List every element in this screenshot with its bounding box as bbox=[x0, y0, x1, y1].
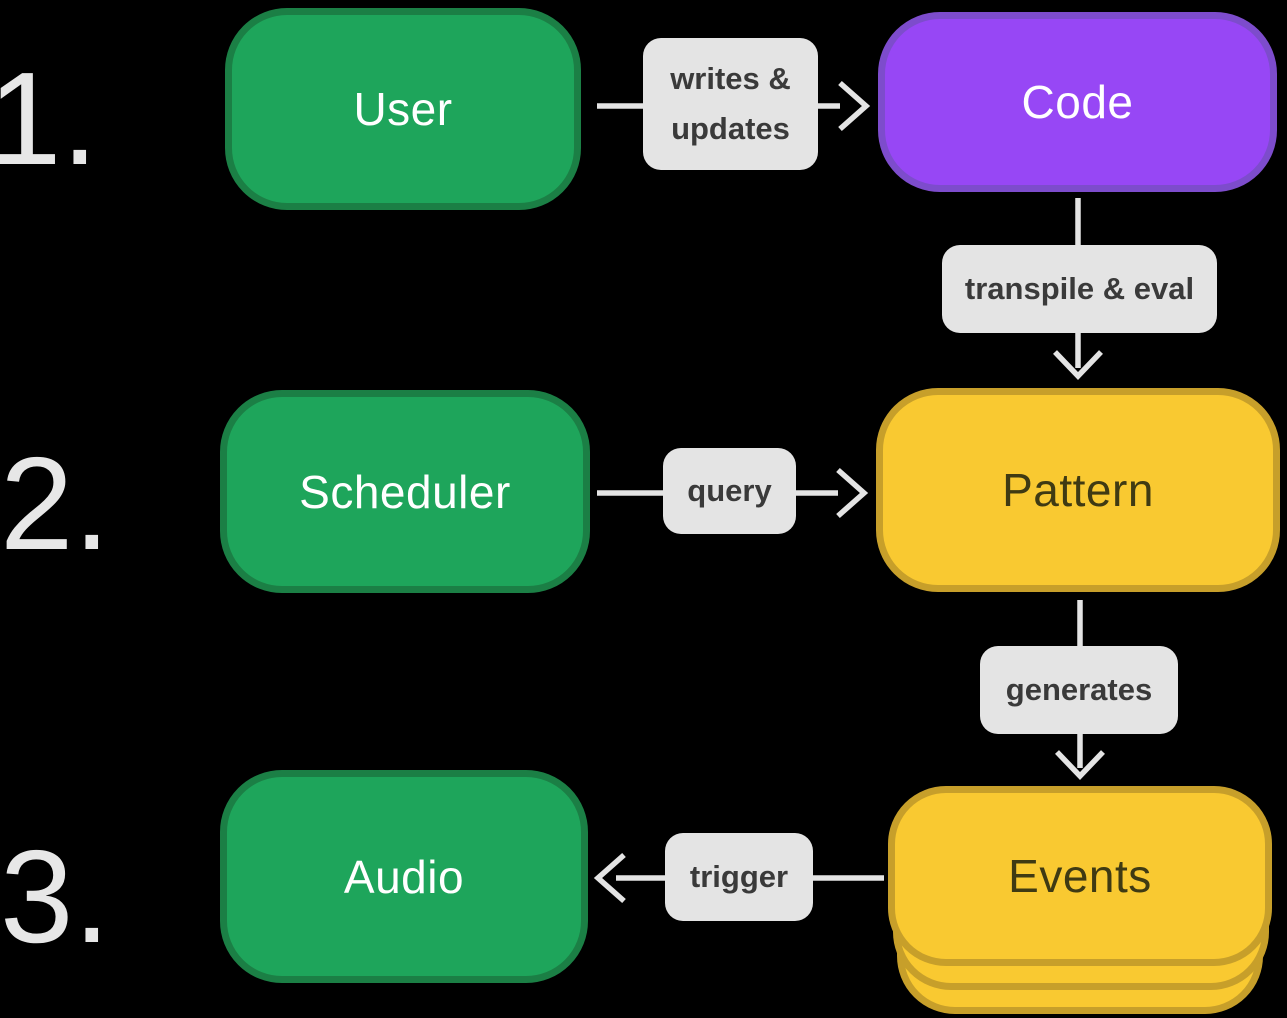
node-scheduler: Scheduler bbox=[220, 390, 590, 593]
step-number-3: 3. bbox=[0, 823, 111, 970]
edge-label-query: query bbox=[663, 448, 796, 534]
step-number-2: 2. bbox=[0, 430, 111, 577]
edge-label-transpile-eval-text: transpile & eval bbox=[964, 271, 1195, 307]
node-events-label: Events bbox=[1008, 850, 1152, 902]
node-user-label: User bbox=[353, 83, 453, 135]
node-user: User bbox=[225, 8, 581, 210]
edge-label-generates: generates bbox=[980, 646, 1178, 734]
edge-label-writes-updates: writes & updates bbox=[643, 38, 818, 170]
node-events: Events bbox=[888, 786, 1272, 966]
edge-label-writes-updates-text: writes & updates bbox=[670, 61, 791, 146]
node-code-label: Code bbox=[1021, 76, 1134, 128]
node-code: Code bbox=[878, 12, 1277, 192]
edge-label-trigger: trigger bbox=[665, 833, 813, 921]
arrow-right-icon bbox=[836, 467, 869, 519]
edge-label-generates-text: generates bbox=[1005, 672, 1153, 708]
arrow-right-icon bbox=[838, 80, 871, 132]
edge-label-trigger-text: trigger bbox=[689, 859, 789, 895]
node-pattern-label: Pattern bbox=[1002, 464, 1154, 516]
node-audio: Audio bbox=[220, 770, 588, 983]
step-number-1: 1. bbox=[0, 45, 99, 192]
edge-label-query-text: query bbox=[687, 473, 772, 509]
arrow-left-icon bbox=[593, 852, 626, 904]
edge-label-transpile-eval: transpile & eval bbox=[942, 245, 1217, 333]
node-pattern: Pattern bbox=[876, 388, 1280, 592]
node-scheduler-label: Scheduler bbox=[299, 465, 511, 518]
node-audio-label: Audio bbox=[343, 850, 465, 903]
arrow-down-icon bbox=[1053, 350, 1103, 380]
arrow-down-icon bbox=[1055, 750, 1105, 780]
